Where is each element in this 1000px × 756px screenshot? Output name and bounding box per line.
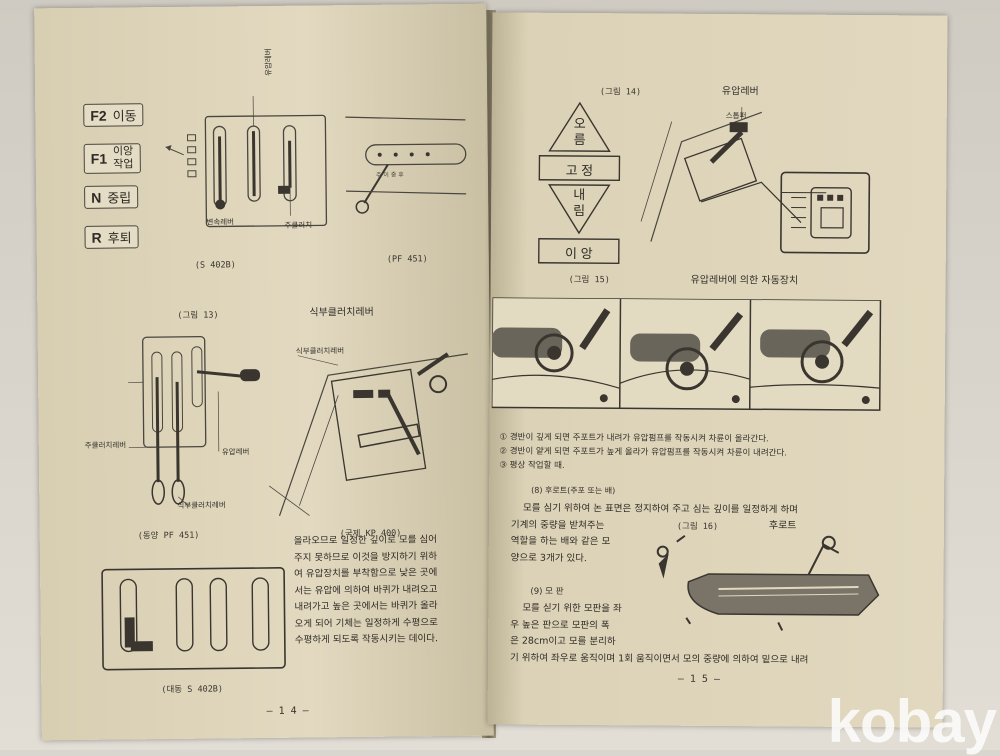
body-line: 내려가고 높은 곳에서는 바퀴가 올라 bbox=[294, 598, 437, 616]
seedling-heading: (9) 모 판 bbox=[530, 585, 563, 597]
auto-device-svg bbox=[492, 297, 883, 412]
sign-planting: 이 앙 bbox=[539, 243, 619, 263]
sign-down: 내 림 bbox=[562, 187, 596, 219]
caption-s402b: (S 402B) bbox=[195, 260, 236, 270]
shift-lever-label: 변속레버 bbox=[206, 216, 234, 227]
left-page-number: — 1 4 — bbox=[266, 706, 308, 717]
s402b-lever-diagram bbox=[165, 105, 336, 237]
sign-fixed: 고 정 bbox=[539, 160, 619, 180]
seedling-line: 모를 싣기 위한 모판을 좌 bbox=[510, 601, 809, 620]
planting-clutch-top-label: 식부클러치레버 bbox=[296, 345, 344, 357]
seedling-line: 기 위하여 좌우로 움직이며 1회 움직이면서 모의 중량에 의하여 밑으로 내… bbox=[510, 650, 809, 669]
kobay-watermark: kobay bbox=[828, 687, 996, 756]
fig14-caption: (그림 14) bbox=[600, 85, 641, 97]
hydraulic-lever-drawing bbox=[641, 101, 932, 273]
pf451-slot-diagram: 주 이 중 후 bbox=[345, 114, 476, 225]
fig16-caption: (그림 16) bbox=[677, 520, 718, 532]
caption-daedong: (대동 S 402B) bbox=[161, 682, 223, 695]
note-3: ③ 평상 작업할 때. bbox=[499, 458, 564, 470]
left-body-text: 올라오므로 일정한 깊이로 모를 심어 주지 못하므로 이것을 방지하기 위하 … bbox=[294, 532, 438, 649]
stopper-label: 스톱퍼 bbox=[726, 110, 747, 121]
hydraulic-lever-label: 유압레버 bbox=[263, 48, 274, 76]
svg-text:주 이 중 후: 주 이 중 후 bbox=[376, 171, 404, 179]
body-line: 올라오므로 일정한 깊이로 모를 심어 bbox=[294, 532, 437, 550]
body-line: 오게 되어 기체는 일정하게 수평으로 bbox=[295, 615, 438, 633]
planting-clutch-lever-label: 식부클러치레버 bbox=[177, 499, 225, 511]
float-line: 모를 심기 위하여 논 표면은 정지하여 주고 심는 깊이를 일정하게 하며 bbox=[511, 501, 798, 520]
caption-dongyang: (동양 PF 451) bbox=[138, 529, 200, 542]
body-line: 주지 못하므로 이것을 방지하기 위하 bbox=[294, 549, 437, 567]
fig15-title: 유압레버에 의한 자동장치 bbox=[691, 271, 799, 287]
sign-up: 오 름 bbox=[563, 116, 597, 148]
body-line: 여 유압장치를 부착함으로 낮은 곳에 bbox=[294, 565, 437, 583]
seedling-line: 은 28cm이고 모를 분리하 bbox=[510, 634, 809, 653]
note-2: ② 경반이 얕게 되면 주포트가 높게 올라가 유압펌프를 작동시켜 차륜이 내… bbox=[499, 444, 787, 458]
fig15-caption: (그림 15) bbox=[569, 273, 610, 285]
kukje-lever-drawing bbox=[268, 334, 480, 521]
right-page-number: — 1 5 — bbox=[678, 674, 720, 685]
main-clutch-label: 주클러치 bbox=[284, 219, 312, 230]
right-page: (그림 14) 유압레버 오 름 고 정 내 림 이 앙 bbox=[488, 12, 948, 727]
seedling-text: 모를 싣기 위한 모판을 좌 우 높은 판으로 모판의 폭 은 28cm이고 모… bbox=[510, 601, 809, 669]
caption-pf451: (PF 451) bbox=[387, 254, 428, 264]
body-line: 수평하게 되도록 작동시키는 데이다. bbox=[295, 631, 438, 649]
auto-device-panels bbox=[492, 297, 883, 412]
seedling-line: 우 높은 판으로 모판의 폭 bbox=[510, 617, 809, 636]
fig16-title: 후로트 bbox=[769, 516, 797, 531]
note-1: ① 경반이 깊게 되면 주포트가 내려가 유압펌프를 작동시켜 차륜이 올라간다… bbox=[499, 430, 768, 444]
body-line: 서는 유압에 의하여 바퀴가 내려오고 bbox=[294, 582, 437, 600]
fig13-caption: (그림 13) bbox=[177, 308, 218, 320]
daedong-panel-diagram bbox=[100, 566, 291, 673]
hydraulic-lever-label-2: 유압레버 bbox=[222, 446, 250, 457]
fig14-title: 유압레버 bbox=[722, 82, 759, 97]
fig13-title: 식부클러치레버 bbox=[309, 303, 374, 319]
float-heading: (8) 후로트(주포 또는 배) bbox=[531, 485, 615, 497]
main-clutch-lever-label: 주클러치레버 bbox=[85, 439, 127, 450]
